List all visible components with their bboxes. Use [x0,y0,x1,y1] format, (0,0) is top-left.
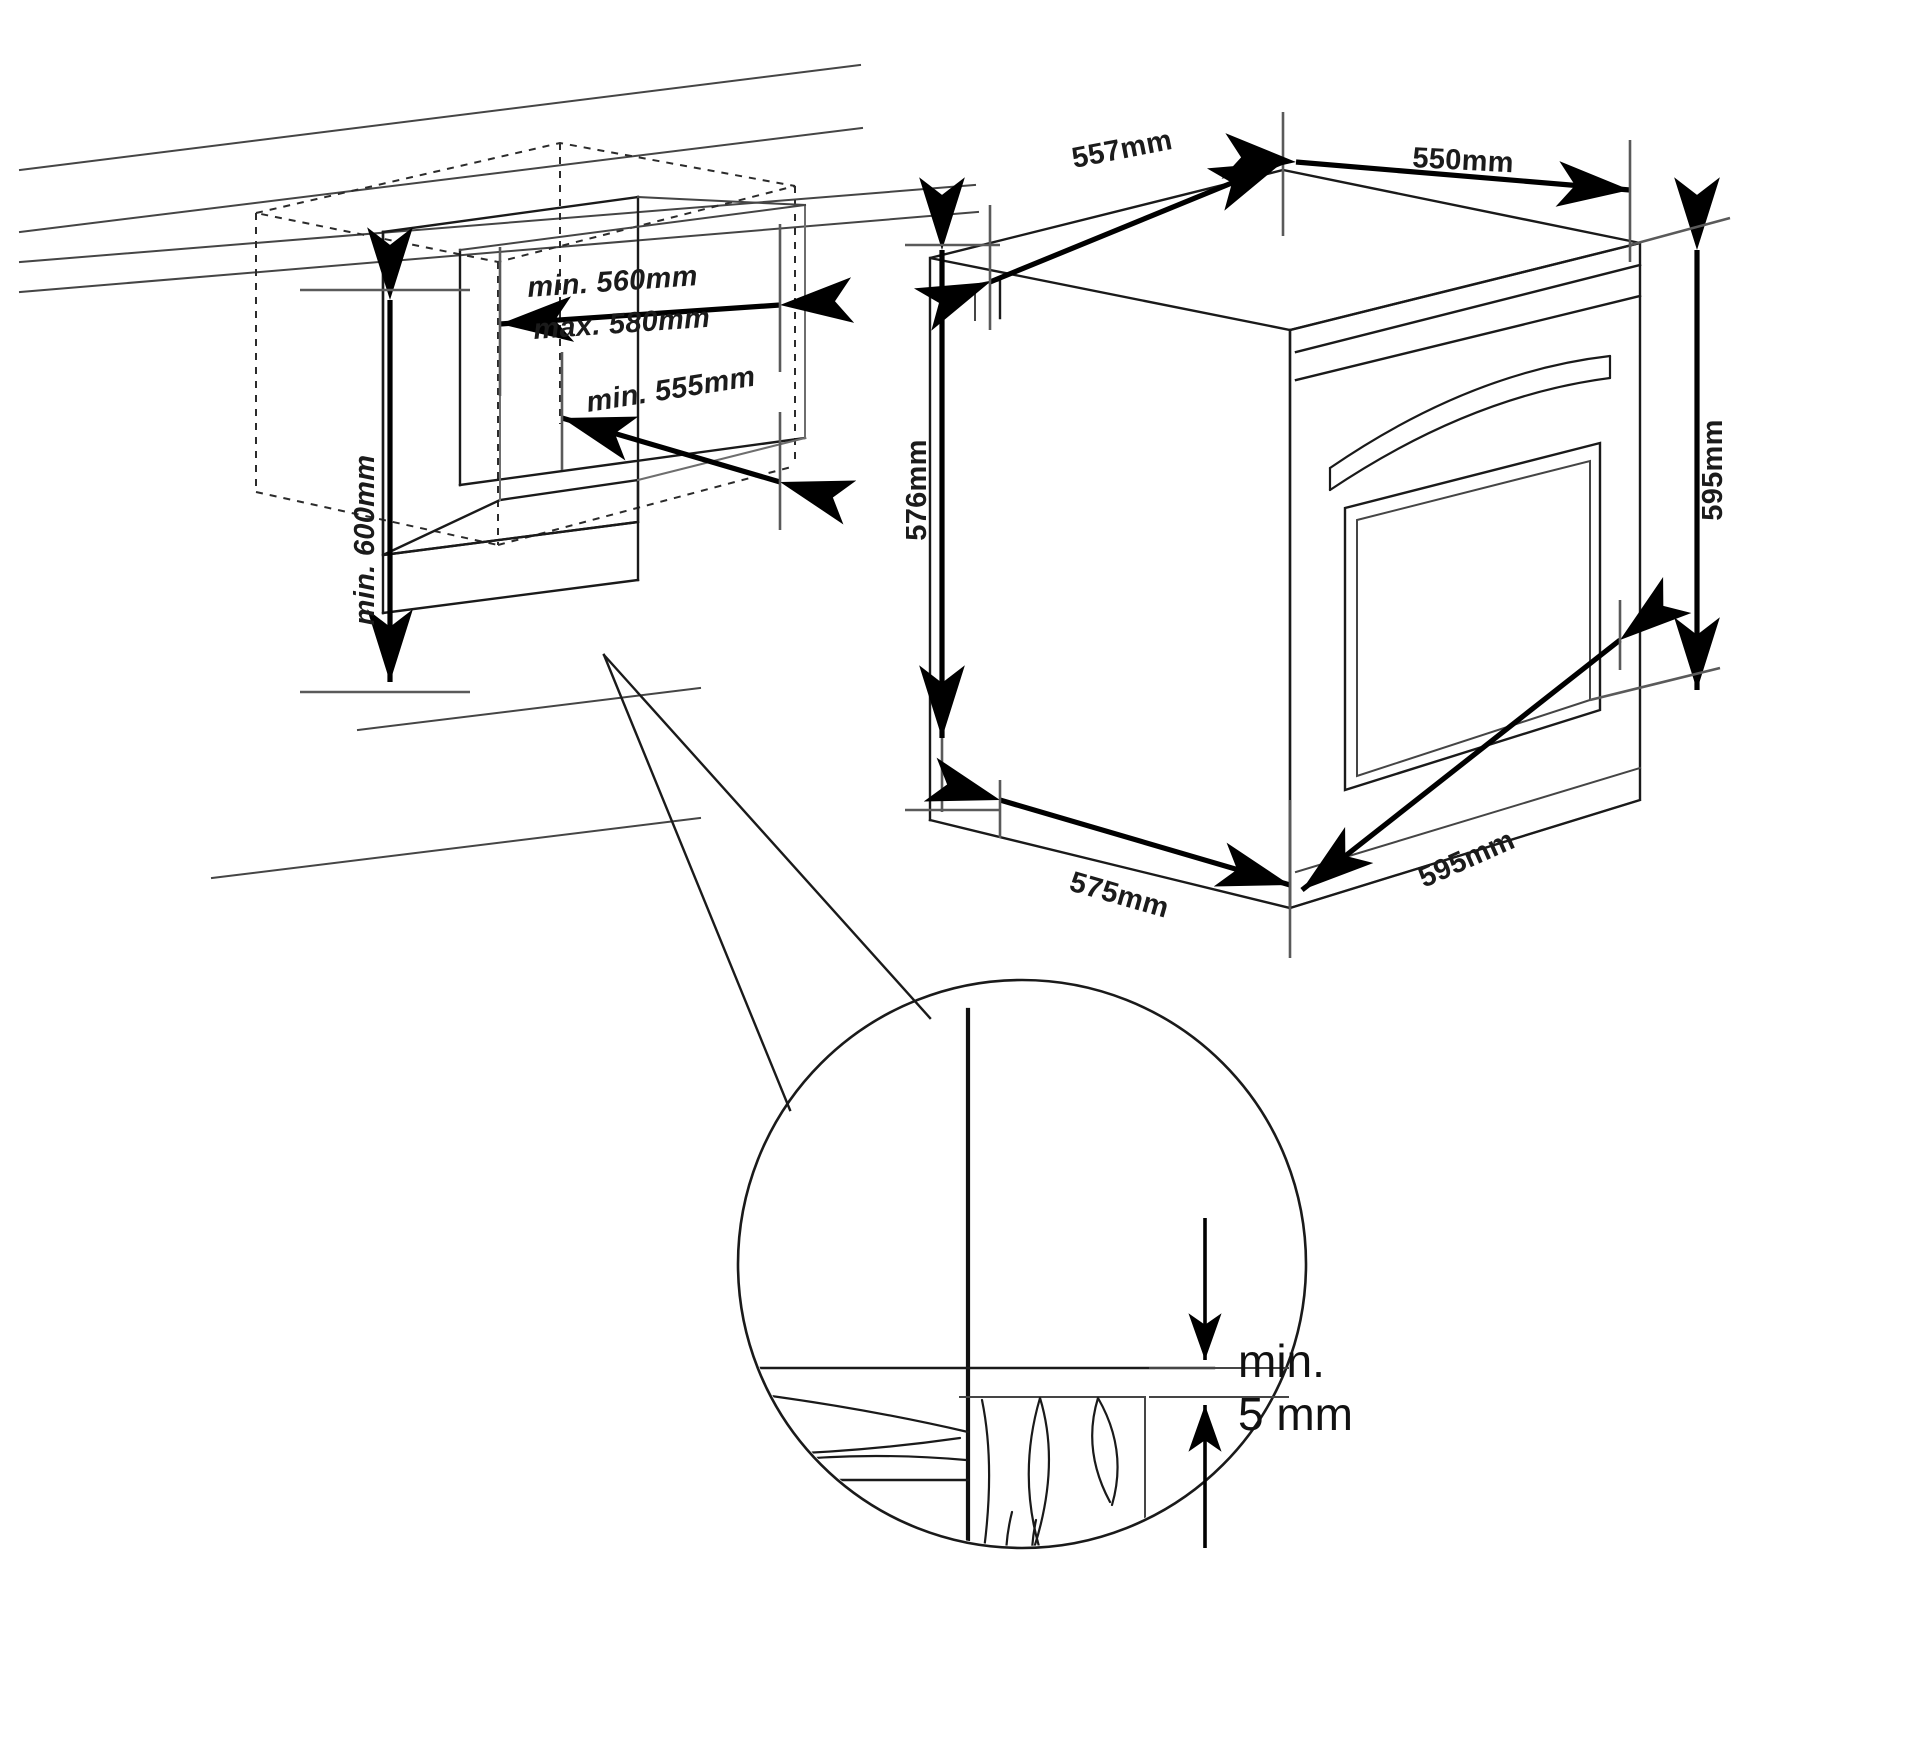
cabinet-hidden-outline [255,141,796,546]
detail-callout-label: min. 5 mm [1238,1335,1353,1440]
oven-front-panel [1288,241,1642,910]
lower-wall-lines [210,686,702,880]
detail-leader-lines [602,653,932,1112]
dim-label-cutout-width-max: max. 580mm [532,302,711,346]
dim-label-oven-body-height: 576mm [901,439,933,540]
detail-label-line1: min. [1238,1335,1325,1387]
detail-grain-curves [740,1383,970,1474]
detail-circle-contents [740,1007,1216,1546]
detail-circle-outline [736,978,1308,1550]
dim-cutout-width: min. 560mm max. 580mm [498,224,855,396]
dim-oven-top-width: 550mm [1221,133,1632,262]
detail-circle-group: min. 5 mm [736,978,1353,1550]
dim-label-cutout-depth: min. 555mm [584,361,758,419]
dim-label-cutout-width-min: min. 560mm [526,260,698,304]
dim-oven-base-width: 595mm [1300,577,1692,895]
oven-door-handle [1328,354,1612,492]
dim-label-oven-top-width: 550mm [1412,142,1515,179]
dim-oven-front-height: 595mm [1589,177,1731,702]
dim-label-cutout-height: min. 600mm [349,455,381,626]
dim-label-oven-top-depth: 557mm [1069,124,1175,175]
dim-oven-top-depth: 557mm [913,112,1285,331]
oven-top-notch [973,278,1002,321]
oven-unit-group: 557mm 550mm 576mm 595mm [901,112,1731,958]
cabinet-cutout-group: min. 600mm min. 560mm max. 580mm min. 55… [18,63,980,1112]
dim-cutout-depth-min: min. 555mm [560,352,857,530]
dim-label-oven-base-width: 595mm [1414,824,1520,895]
detail-grain-curves-right [976,1396,1119,1546]
oven-door-window [1343,441,1602,792]
detail-label-line2: 5 mm [1238,1388,1353,1440]
dim-oven-body-height: 576mm [901,177,1000,812]
dim-oven-base-depth: 575mm [923,757,1292,958]
dim-ventilation-gap [1149,1218,1289,1548]
dim-label-oven-front-height: 595mm [1697,419,1729,520]
dim-cutout-height-min: min. 600mm [300,227,470,694]
oven-top [929,168,1641,332]
